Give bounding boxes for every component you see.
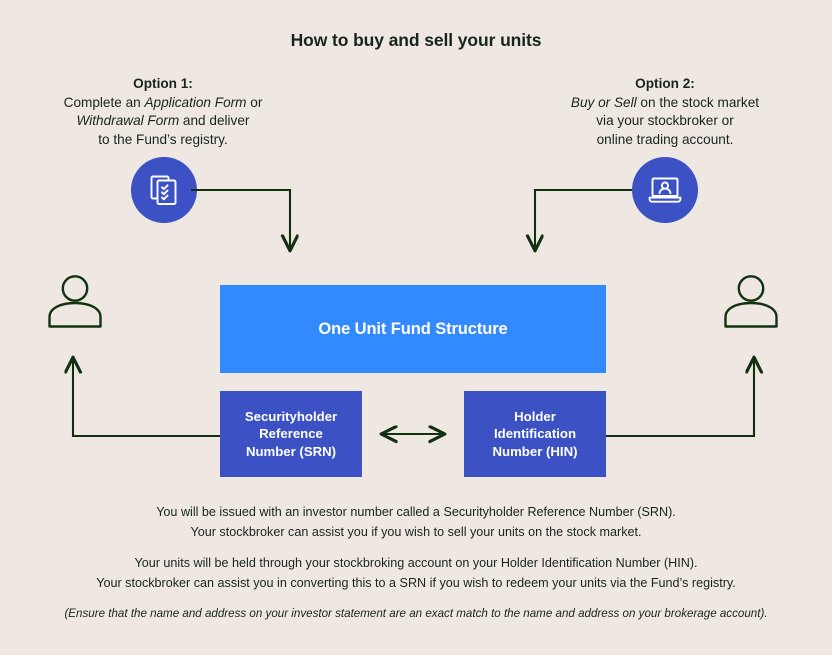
srn-box: Securityholder Reference Number (SRN) [220,391,362,477]
srn-label-line-3: Number (SRN) [245,443,337,459]
option-1-line-2-post: and deliver [179,113,250,128]
hin-box: Holder Identification Number (HIN) [464,391,606,477]
option-1-line-1-post: or [246,94,263,110]
checklist-documents-icon [145,171,183,209]
option-1-icon-badge [131,157,197,223]
option-2-buy-or-sell: Buy or Sell [570,94,637,110]
option-1-text-block: Option 1: Complete an Application Form o… [38,75,288,149]
hin-label-line-1: Holder [514,408,556,424]
connector-option1-to-fund [191,188,290,250]
option-2-line-2: via your stockbroker or [596,113,734,128]
hin-label-line-2: Identification [493,426,577,442]
note-ensure-match-text: (Ensure that the name and address on you… [64,607,768,620]
note-hin-line-2: Your stockbroker can assist you in conve… [96,576,736,590]
investor-left [43,270,107,334]
person-icon [719,270,783,334]
option-2-line-1: Buy or Sell on the stock market [540,94,790,113]
fund-structure-box: One Unit Fund Structure [220,285,606,373]
option-1-heading: Option 1: [133,76,193,91]
hin-label-line-3: Number (HIN) [492,443,578,459]
note-srn-line-2: Your stockbroker can assist you if you w… [190,525,642,539]
option-2-line-3: online trading account. [596,131,734,147]
option-1-line-2: Withdrawal Form and deliver [38,112,288,131]
note-hin: Your units will be held through your sto… [0,553,832,593]
note-hin-line-1: Your units will be held through your sto… [134,556,698,570]
note-srn: You will be issued with an investor numb… [0,502,832,542]
option-1-withdrawal-form: Withdrawal Form [76,113,180,128]
option-2-line-1-post: on the stock market [636,94,760,110]
option-1-application-form: Application Form [144,94,247,110]
option-1-line-3: to the Fund’s registry. [98,131,228,147]
option-1-line-1: Complete an Application Form or [38,94,288,113]
option-2-text-block: Option 2: Buy or Sell on the stock marke… [540,75,790,149]
connector-srn-to-investor-left [73,358,220,438]
srn-label-line-1: Securityholder [244,408,338,424]
page-title: How to buy and sell your units [290,30,542,50]
investor-right [719,270,783,334]
srn-label-line-2: Reference [259,426,323,442]
connector-option2-to-fund [535,188,632,250]
hin-label: Holder Identification Number (HIN) [493,408,578,461]
srn-label: Securityholder Reference Number (SRN) [245,408,337,461]
note-ensure-match: (Ensure that the name and address on you… [0,604,832,624]
person-icon [43,270,107,334]
option-2-heading: Option 2: [635,76,695,91]
note-srn-line-1: You will be issued with an investor numb… [156,505,676,519]
option-2-icon-badge [632,157,698,223]
laptop-person-icon [645,171,685,209]
fund-structure-label: One Unit Fund Structure [318,319,508,338]
option-1-line-1-pre: Complete an [63,94,145,110]
connector-hin-to-investor-right [606,358,754,438]
